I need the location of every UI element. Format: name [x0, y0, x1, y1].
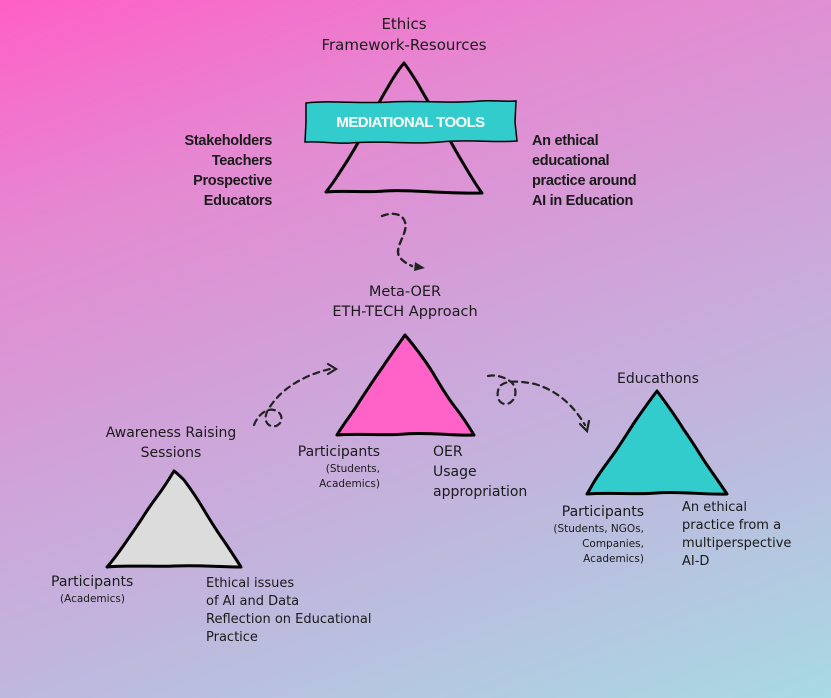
arrow-meta-to-educathons	[486, 374, 587, 427]
meta-participants-sub: Academics)	[319, 478, 380, 490]
outcome-line: AI in Education	[532, 193, 634, 209]
awareness-triangle	[105, 469, 243, 569]
educathons-title-line: Educathons	[617, 371, 699, 387]
stakeholders-line: Prospective	[193, 173, 272, 189]
awareness-title: Awareness Raising Sessions	[91, 423, 251, 463]
stakeholders-line: Stakeholders	[184, 133, 273, 149]
meta-participants: Participants	[297, 444, 380, 460]
outcome-line: practice around	[532, 173, 637, 189]
meta-outcome-line: appropriation	[433, 484, 528, 500]
awareness-left-label: Participants (Academics)	[51, 572, 133, 607]
educathons-right-label: An ethical practice from a multiperspect…	[682, 499, 791, 571]
arrow-meta-to-educathons-head	[578, 419, 591, 434]
outcome-line: An ethical	[532, 133, 599, 149]
meta-participants-sub: (Students,	[325, 463, 380, 475]
outcome-line: educational	[532, 153, 610, 169]
awareness-outcome-line: of AI and Data	[206, 594, 300, 609]
top-title-line: Framework-Resources	[321, 36, 487, 54]
mediational-tools-label: MEDIATIONAL TOOLS	[336, 113, 485, 131]
educathons-participants-sub: (Students, NGOs,	[553, 523, 644, 535]
awareness-outcome-line: Reflection on Educational	[206, 612, 372, 627]
awareness-participants: Participants	[51, 574, 134, 590]
arrow-top-to-meta	[380, 212, 414, 268]
meta-outcome-line: OER	[433, 444, 463, 460]
meta-title-line: ETH-TECH Approach	[332, 304, 478, 320]
awareness-outcome-line: Practice	[206, 630, 258, 645]
meta-title-line: Meta-OER	[368, 284, 442, 300]
mediational-tools-banner	[304, 99, 518, 144]
educathons-outcome-line: AI-D	[682, 554, 710, 569]
top-left-label: Stakeholders Teachers Prospective Educat…	[150, 131, 273, 211]
meta-title: Meta-OER ETH-TECH Approach	[305, 282, 505, 322]
educathons-title: Educathons	[598, 369, 718, 389]
awareness-outcome-line: Ethical issues	[206, 576, 295, 591]
educathons-left-label: Participants (Students, NGOs, Companies,…	[540, 502, 644, 567]
educathons-outcome-line: An ethical	[682, 500, 747, 515]
arrow-awareness-to-meta-head	[326, 362, 339, 376]
meta-outcome-line: Usage	[433, 464, 477, 480]
top-title: Ethics Framework-Resources	[304, 14, 504, 56]
stakeholders-line: Educators	[203, 193, 273, 209]
educathons-triangle	[585, 389, 729, 496]
educathons-outcome-line: practice from a	[682, 518, 782, 533]
top-title-line: Ethics	[381, 15, 427, 33]
awareness-participants-sub: (Academics)	[60, 593, 125, 605]
stakeholders-line: Teachers	[211, 153, 273, 169]
meta-right-label: OER Usage appropriation	[433, 442, 527, 502]
meta-left-label: Participants (Students, Academics)	[270, 442, 380, 492]
awareness-title-line: Sessions	[140, 445, 202, 461]
awareness-right-label: Ethical issues of AI and Data Reflection…	[206, 575, 371, 647]
educathons-participants-sub: Companies,	[582, 538, 644, 550]
educathons-participants-sub: Academics)	[583, 553, 644, 565]
arrow-awareness-to-meta	[252, 367, 332, 428]
arrow-top-to-meta-head	[414, 262, 425, 271]
top-right-label: An ethical educational practice around A…	[532, 131, 637, 211]
awareness-title-line: Awareness Raising	[105, 425, 237, 441]
educathons-outcome-line: multiperspective	[682, 536, 792, 551]
meta-oer-triangle	[335, 333, 476, 437]
educathons-participants: Participants	[561, 504, 644, 520]
